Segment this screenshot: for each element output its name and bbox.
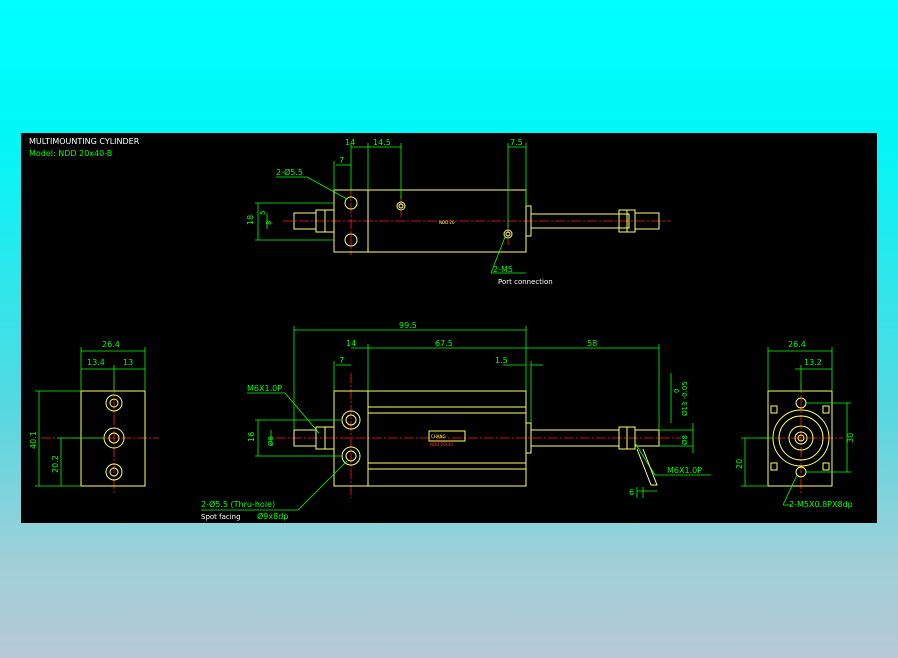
top-dim-5: 5 (259, 211, 267, 215)
cad-drawing-svg: MULTIMOUNTING CYLINDER Model: NDD 20x40-… (29, 137, 855, 521)
top-port-note: Port connection (498, 278, 553, 286)
drawing-title: MULTIMOUNTING CYLINDER (29, 137, 140, 146)
front-body-brand: CHANG (431, 434, 446, 439)
top-view: NDD 20 14 14.5 7 7.5 18 5 8 2-Ø5.5 2-M5 … (246, 138, 671, 286)
side-dim-26-4: 26.4 (102, 340, 120, 349)
front-dim-6: 6 (629, 488, 634, 497)
side-dim-20-2: 20.2 (51, 455, 60, 473)
end-dim-26-4: 26.4 (788, 340, 806, 349)
top-hole-label: 2-Ø5.5 (276, 167, 303, 177)
front-tol-bot: Ø13 -0.05 (681, 381, 689, 416)
side-dim-13: 13 (123, 358, 133, 367)
front-thread-left: M6X1.0P (247, 384, 282, 393)
front-dim-1-5: 1.5 (495, 356, 508, 365)
end-dim-30: 30 (846, 433, 855, 443)
top-dim-7-5: 7.5 (510, 138, 523, 147)
side-view: 26.4 13.4 13 40.1 20.2 (29, 340, 159, 493)
front-tol-top: 0 (673, 389, 681, 393)
end-dim-13-2: 13.2 (804, 358, 822, 367)
front-dim-99-5: 99.5 (399, 321, 417, 330)
side-dim-40-1: 40.1 (29, 431, 38, 449)
end-view: 26.4 13.2 30 20 2-M5X0.8PX8dp (735, 340, 855, 509)
top-dim-8: 8 (265, 221, 273, 225)
top-dim-18: 18 (246, 215, 255, 225)
front-dim-67-5: 67.5 (435, 339, 453, 348)
drawing-model: Model: NDD 20x40-B (29, 149, 112, 158)
end-port-label: 2-M5X0.8PX8dp (789, 500, 853, 509)
front-dim-7: 7 (339, 356, 344, 365)
top-dim-14: 14 (345, 138, 355, 147)
front-spot-label: Spot facing (201, 513, 241, 521)
front-hole-label: 2-Ø5.5 (Thru-hole) (201, 499, 275, 509)
front-dim-16: 16 (247, 432, 256, 442)
front-view: CHANG NDD 20x40 99.5 14 67.5 58 7 1.5 16… (201, 321, 711, 521)
front-dim-58: 58 (587, 339, 597, 348)
top-dim-14-5: 14.5 (373, 138, 391, 147)
side-dim-13-4: 13.4 (87, 358, 105, 367)
front-dim-d8-left: Ø8 (267, 436, 275, 446)
top-port-label: 2-M5 (493, 265, 513, 274)
front-body-sub: NDD 20x40 (430, 442, 453, 447)
top-dim-7: 7 (339, 156, 344, 165)
end-dim-20: 20 (735, 459, 744, 469)
front-thread-right: M6X1.0P (667, 466, 702, 475)
front-dim-14: 14 (346, 339, 356, 348)
cad-drawing-sheet: MULTIMOUNTING CYLINDER Model: NDD 20x40-… (21, 133, 877, 523)
front-spot-value: Ø9x8dp (257, 511, 288, 521)
top-body-text: NDD 20 (439, 220, 455, 225)
front-dim-d8-right: Ø8 (681, 435, 689, 445)
